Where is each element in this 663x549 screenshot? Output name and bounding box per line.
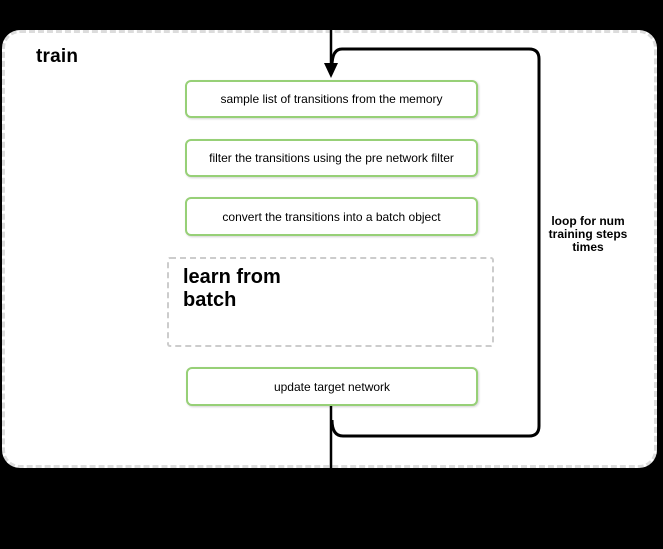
step-update-target-network: update target network	[186, 367, 478, 406]
step-filter-transitions: filter the transitions using the pre net…	[185, 139, 478, 177]
loop-annotation-line: training steps	[548, 227, 628, 241]
loop-annotation-line: times	[572, 240, 604, 254]
loop-annotation-line: loop for num	[551, 214, 625, 228]
step-sample-transitions: sample list of transitions from the memo…	[185, 80, 478, 118]
subprocess-learn-from-batch: learn from batch	[167, 257, 494, 347]
step-convert-batch: convert the transitions into a batch obj…	[185, 197, 478, 236]
step-label: update target network	[273, 379, 391, 394]
step-label: filter the transitions using the pre net…	[209, 151, 454, 165]
subprocess-label: learn from batch	[183, 266, 281, 312]
subprocess-label-line: batch	[183, 289, 237, 311]
train-container-title: train	[36, 46, 79, 67]
arrowhead-down-icon	[324, 63, 338, 78]
step-label: sample list of transitions from the memo…	[220, 92, 443, 106]
subprocess-label-line: learn from	[183, 266, 281, 288]
loop-border	[330, 47, 541, 438]
loop-annotation: loop for num training steps times	[533, 215, 643, 254]
step-label: convert the transitions into a batch obj…	[222, 209, 441, 224]
